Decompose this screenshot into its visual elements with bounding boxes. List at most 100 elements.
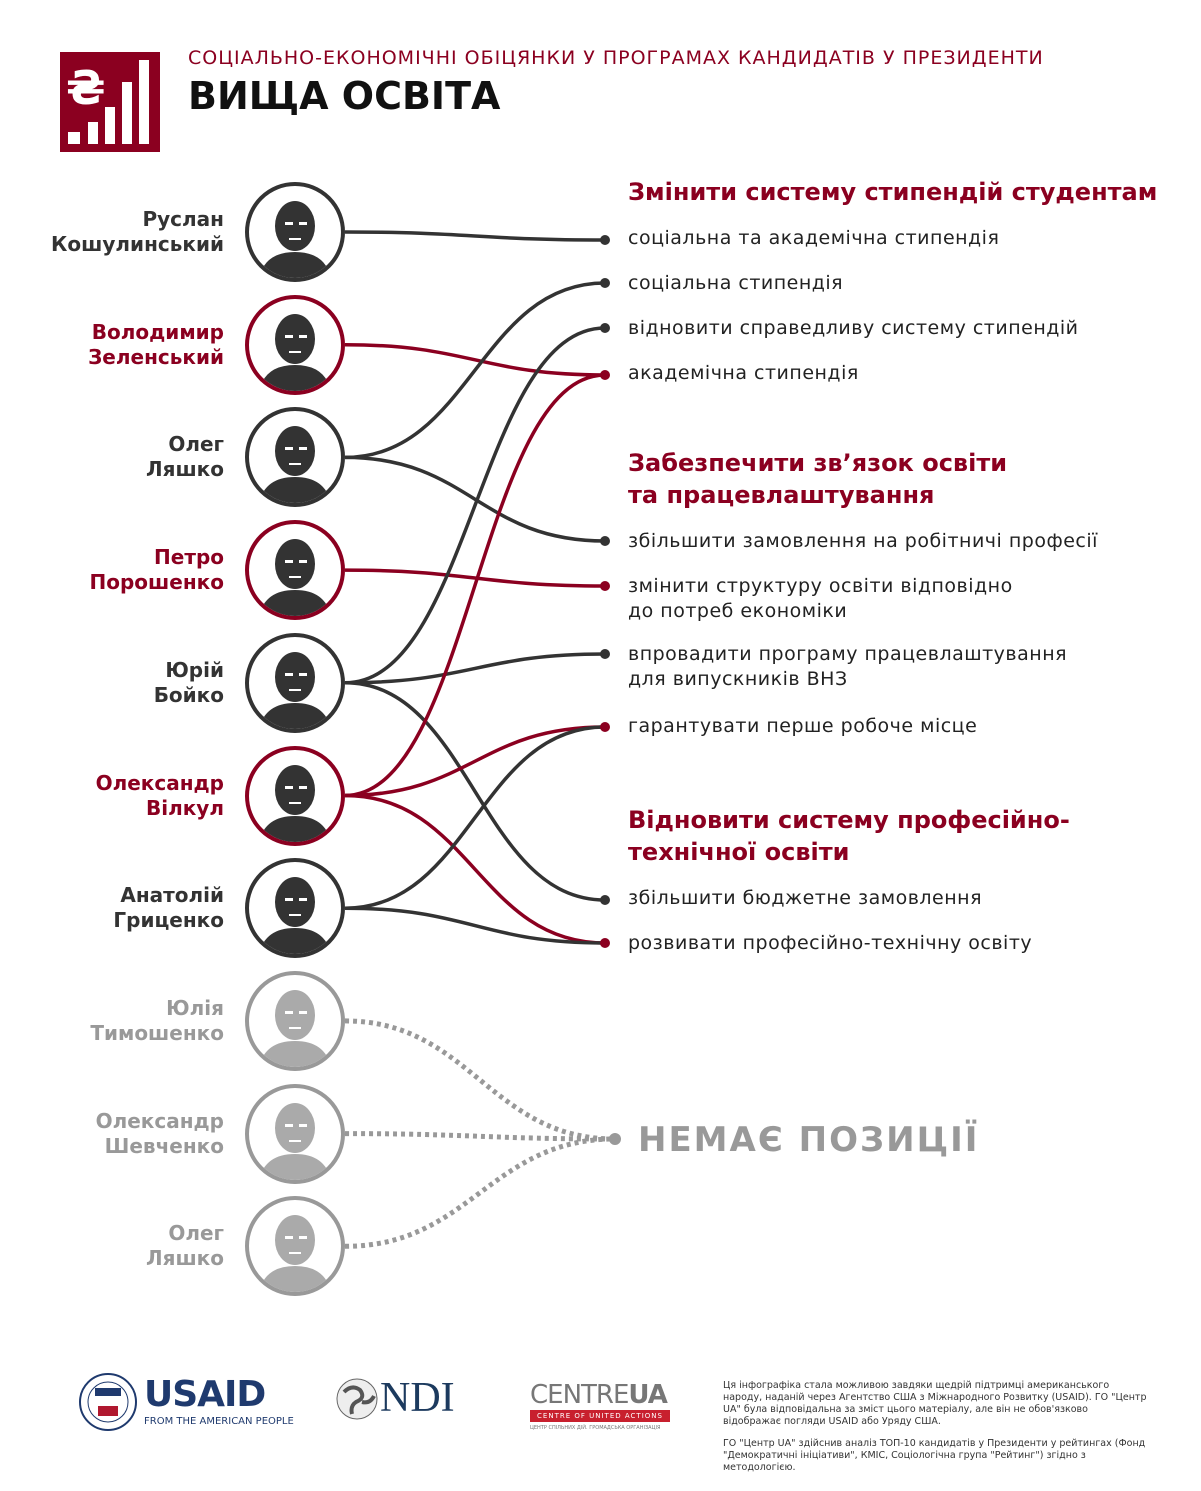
promise-item: соціальна та академічна стипендія xyxy=(628,226,999,251)
candidate-portrait xyxy=(245,1083,345,1184)
candidate-portrait xyxy=(245,407,345,508)
last-name: Бойко xyxy=(153,682,224,707)
promise-text: до потреб економіки xyxy=(628,600,848,622)
last-name: Тимошенко xyxy=(90,1020,224,1045)
candidate-portrait xyxy=(245,1196,345,1297)
promise-dot xyxy=(600,278,610,288)
no-position-line xyxy=(344,1018,616,1142)
connection-line xyxy=(344,725,606,798)
promise-item: впровадити програму працевлаштування для … xyxy=(628,642,1067,692)
svg-text:₴: ₴ xyxy=(66,61,106,115)
last-name: Вілкул xyxy=(145,795,224,820)
first-name: Юрій xyxy=(165,657,224,682)
first-name: Петро xyxy=(154,545,224,570)
promise-dot xyxy=(600,649,610,659)
centre-band: CENTRE OF UNITED ACTIONS xyxy=(530,1410,670,1422)
usaid-tagline: FROM THE AMERICAN PEOPLE xyxy=(144,1416,294,1427)
person-silhouette-icon xyxy=(259,764,331,842)
centre-wordmark: CENTRE xyxy=(530,1380,629,1410)
candidate-portrait xyxy=(245,745,345,846)
first-name: Олександр xyxy=(95,1108,224,1133)
promise-text: впровадити програму працевлаштування xyxy=(628,643,1068,665)
header-subtitle: СОЦІАЛЬНО-ЕКОНОМІЧНІ ОБІЦЯНКИ У ПРОГРАМА… xyxy=(188,47,1044,69)
first-name: Анатолій xyxy=(120,883,224,908)
first-name: Олександр xyxy=(95,770,224,795)
person-silhouette-icon xyxy=(259,313,331,391)
candidate-portrait xyxy=(245,520,345,621)
candidate-portrait xyxy=(245,970,345,1071)
last-name: Ляшко xyxy=(145,1246,224,1271)
promise-item: відновити справедливу систему стипендій xyxy=(628,316,1079,341)
promise-text: гарантувати перше робоче місце xyxy=(628,715,978,737)
promise-text: соціальна та академічна стипендія xyxy=(628,227,1000,249)
first-name: Юлія xyxy=(166,995,224,1020)
connection-line xyxy=(344,230,606,242)
promise-text: академічна стипендія xyxy=(628,362,859,384)
first-name: Володимир xyxy=(91,319,224,344)
note-funding: Ця інфографіка стала можливою завдяки ще… xyxy=(723,1380,1147,1427)
usaid-seal-icon xyxy=(79,1373,137,1431)
person-silhouette-icon xyxy=(259,1102,331,1180)
person-silhouette-icon xyxy=(259,989,331,1067)
promise-dot xyxy=(600,938,610,948)
candidate-portrait xyxy=(245,858,345,959)
no-position-label: НЕМАЄ ПОЗИЦІЇ xyxy=(638,1120,980,1160)
promise-text: збільшити замовлення на робітничі профес… xyxy=(628,530,1098,552)
promise-text: відновити справедливу систему стипендій xyxy=(628,317,1079,339)
promise-item: розвивати професійно-технічну освіту xyxy=(628,931,1032,956)
last-name: Ляшко xyxy=(145,457,224,482)
promise-dot xyxy=(600,581,610,591)
person-silhouette-icon xyxy=(259,651,331,729)
promise-dot xyxy=(600,235,610,245)
candidate-portrait xyxy=(245,632,345,733)
person-silhouette-icon xyxy=(259,877,331,955)
logo: ₴ xyxy=(60,52,160,152)
connection-line xyxy=(344,342,606,377)
last-name: Зеленський xyxy=(88,344,224,369)
promise-text: розвивати професійно-технічну освіту xyxy=(628,932,1033,954)
connection-line xyxy=(344,373,606,798)
last-name: Порошенко xyxy=(89,570,224,595)
promise-item: збільшити бюджетне замовлення xyxy=(628,886,982,911)
no-position-dot xyxy=(609,1133,621,1145)
usaid-wordmark: USAID xyxy=(144,1374,266,1415)
promise-text: збільшити бюджетне замовлення xyxy=(628,887,983,909)
candidate-portrait xyxy=(245,182,345,282)
ua-wordmark: UA xyxy=(628,1380,667,1410)
promise-text: соціальна стипендія xyxy=(628,272,844,294)
first-name: Руслан xyxy=(142,207,224,231)
section-title-stipends: Змінити систему стипендій студентам xyxy=(628,178,1158,206)
promise-item: гарантувати перше робоче місце xyxy=(628,714,977,739)
ndi-logo: NDI xyxy=(336,1375,455,1424)
connection-line xyxy=(344,652,606,685)
centreua-logo: CENTREUA CENTRE OF UNITED ACTIONS ЦЕНТР … xyxy=(530,1380,670,1431)
promise-item: збільшити замовлення на робітничі профес… xyxy=(628,529,1098,554)
person-silhouette-icon xyxy=(259,1215,331,1293)
no-position-line xyxy=(344,1131,616,1142)
person-silhouette-icon xyxy=(259,201,331,278)
connection-line xyxy=(344,455,606,543)
promise-dot xyxy=(600,536,610,546)
promise-item: академічна стипендія xyxy=(628,361,859,386)
last-name: Шевченко xyxy=(104,1133,224,1158)
page-title: ВИЩА ОСВІТА xyxy=(188,74,501,118)
promise-dot xyxy=(600,323,610,333)
promise-text: для випускників ВНЗ xyxy=(628,668,848,690)
no-position-line xyxy=(344,1136,616,1249)
hryvnia-bars-icon: ₴ xyxy=(66,60,149,144)
promise-item: соціальна стипендія xyxy=(628,271,843,296)
